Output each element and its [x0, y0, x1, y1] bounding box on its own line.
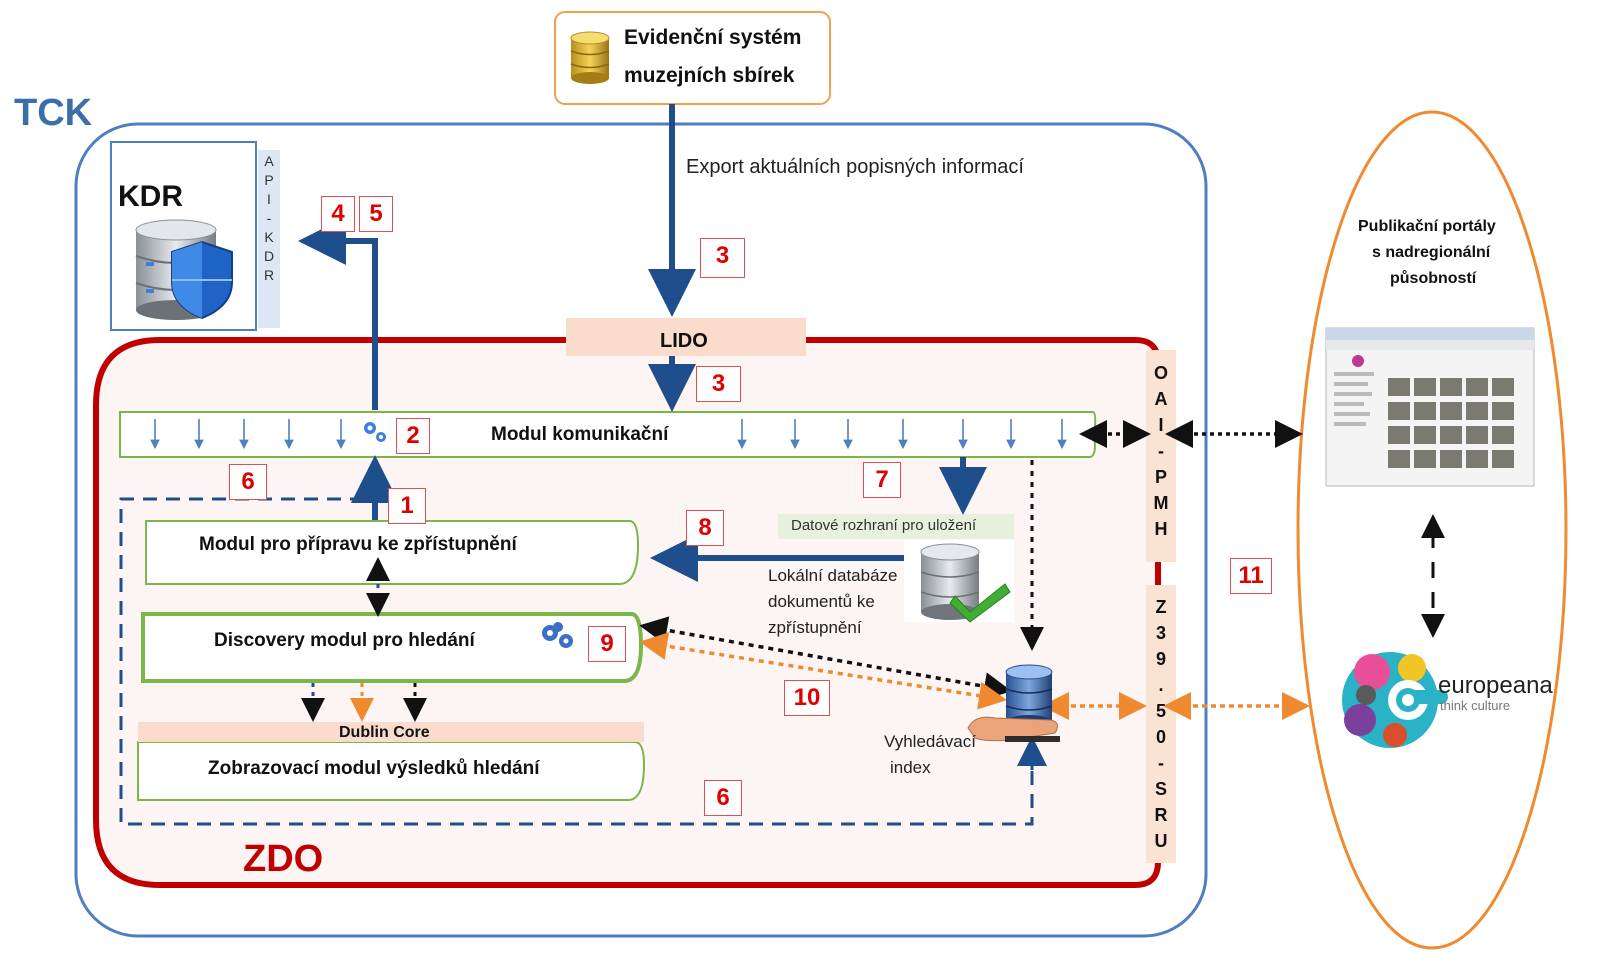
portals-label-2: s nadregionální	[1372, 244, 1491, 261]
display-module-box	[137, 741, 646, 801]
data-interface-band	[778, 514, 1014, 539]
marker-8: 8	[686, 510, 724, 546]
dublin-core-band	[138, 722, 644, 742]
api-kdr-band	[258, 150, 280, 328]
oai-band	[1146, 350, 1176, 562]
source-system-label-1: Evidenční systém	[624, 26, 802, 49]
marker-2: 2	[396, 418, 430, 454]
local-db-label-3: zpřístupnění	[768, 618, 862, 637]
search-index-label-1: Vyhledávací	[884, 732, 976, 751]
europeana-logo-mark	[1342, 652, 1448, 748]
comm-small-arrows	[150, 419, 1067, 450]
z-band	[1146, 585, 1176, 863]
marker-3-top: 3	[700, 238, 745, 278]
export-note: Export aktuálních popisných informací	[686, 156, 1024, 178]
zdo-label: ZDO	[243, 838, 324, 880]
disc-index-orange	[639, 632, 1007, 710]
portals-label-3: působností	[1390, 270, 1477, 287]
portals-label-1: Publikační portály	[1358, 218, 1496, 235]
lido-label: LIDO	[660, 330, 708, 352]
kdr-database-shield-icon	[135, 219, 233, 320]
dashed-loop-6	[119, 497, 1034, 826]
source-database-icon	[570, 31, 610, 84]
marker-11: 11	[1230, 558, 1272, 594]
prep-module-label: Modul pro přípravu ke zpřístupnění	[199, 534, 517, 555]
display-module-label: Zobrazovací modul výsledků hledání	[208, 758, 540, 779]
local-database-icon	[904, 540, 1014, 623]
marker-6-top: 6	[229, 464, 267, 500]
gear-icon-discovery	[542, 622, 573, 648]
marker-3-lido: 3	[696, 366, 741, 402]
local-db-label-1: Lokální databáze	[768, 566, 898, 585]
portal-screenshot-image	[1325, 327, 1535, 487]
kdr-label: KDR	[118, 180, 183, 213]
search-index-label-2: index	[890, 758, 931, 777]
comm-module-label: Modul komunikační	[491, 424, 669, 445]
marker-7: 7	[863, 462, 901, 498]
source-system-box	[554, 11, 831, 105]
marker-5: 5	[359, 196, 393, 232]
lido-band	[566, 318, 806, 356]
tck-label: TCK	[14, 92, 93, 134]
prep-module-box	[145, 520, 640, 585]
data-interface-label: Datové rozhraní pro uložení	[791, 517, 977, 534]
marker-1: 1	[388, 488, 426, 524]
marker-10: 10	[784, 680, 830, 716]
local-db-label-2: dokumentů ke	[768, 592, 875, 611]
portals-ellipse	[1296, 110, 1568, 950]
search-index-icon	[967, 664, 1060, 742]
source-system-label-2: muzejních sbírek	[624, 64, 795, 87]
europeana-wordmark: europeana	[1438, 672, 1553, 699]
gear-icon-comm	[364, 422, 386, 442]
comm-to-kdr-arrow	[298, 217, 378, 410]
marker-9: 9	[588, 626, 626, 662]
europeana-tagline: think culture	[1440, 698, 1511, 713]
discovery-module-label: Discovery modul pro hledání	[214, 630, 475, 651]
marker-6-bottom: 6	[704, 780, 742, 816]
dublin-core-label: Dublin Core	[339, 724, 430, 741]
marker-4: 4	[321, 196, 355, 232]
